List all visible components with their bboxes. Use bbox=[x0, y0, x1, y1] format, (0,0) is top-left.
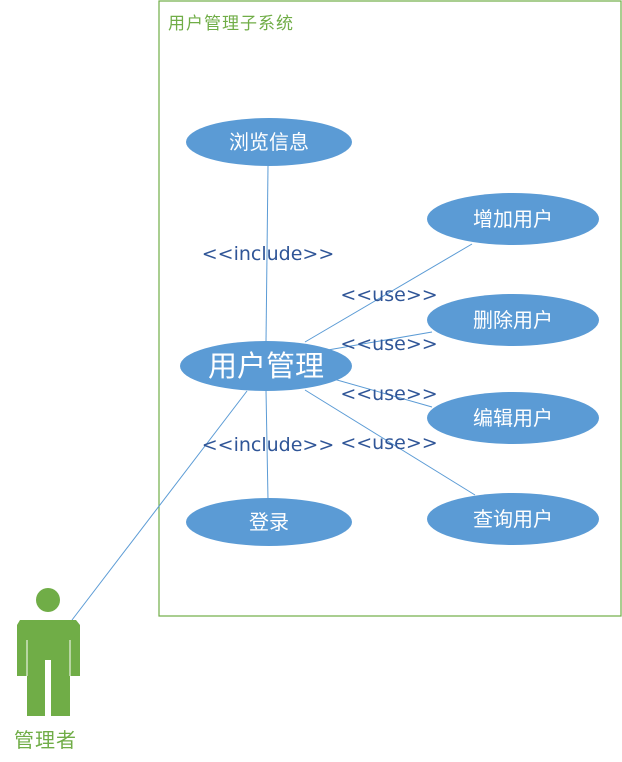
actor-head bbox=[36, 588, 60, 612]
use-case-edit[interactable]: 编辑用户 bbox=[427, 392, 599, 444]
use-label-query: <<use>> bbox=[340, 432, 437, 454]
use-case-delete-label: 删除用户 bbox=[473, 308, 553, 332]
connector-manage-browse bbox=[265, 165, 269, 343]
use-case-manage-shape bbox=[180, 341, 352, 391]
connector-manage-edit bbox=[329, 377, 433, 408]
use-case-login-label: 登录 bbox=[249, 510, 289, 534]
use-case-edit-shape bbox=[427, 392, 599, 444]
use-case-add-label: 增加用户 bbox=[473, 207, 553, 231]
use-case-browse-shape bbox=[186, 118, 352, 166]
use-case-browse-label: 浏览信息 bbox=[229, 130, 309, 154]
use-label-add: <<use>> bbox=[340, 284, 437, 306]
use-case-add-shape bbox=[427, 193, 599, 245]
connector-manage-query bbox=[304, 389, 476, 496]
use-case-add[interactable]: 增加用户 bbox=[427, 193, 599, 245]
system-boundary bbox=[158, 0, 622, 617]
system-title: 用户管理子系统 bbox=[168, 14, 294, 34]
connector-manage-login bbox=[265, 389, 269, 501]
use-case-login[interactable]: 登录 bbox=[186, 498, 352, 546]
use-case-query-label: 查询用户 bbox=[473, 507, 553, 531]
actor-figure-icon[interactable] bbox=[17, 588, 80, 716]
use-label-edit: <<use>> bbox=[340, 383, 437, 405]
use-case-manage-label: 用户管理 bbox=[208, 349, 324, 383]
use-case-delete-shape bbox=[427, 294, 599, 346]
connector-manage-add bbox=[304, 243, 473, 343]
use-case-edit-label: 编辑用户 bbox=[473, 406, 553, 430]
use-case-login-shape bbox=[186, 498, 352, 546]
actor-body bbox=[17, 620, 80, 716]
include-label-login: <<include>> bbox=[202, 434, 335, 456]
use-case-browse[interactable]: 浏览信息 bbox=[186, 118, 352, 166]
use-case-manage[interactable]: 用户管理 bbox=[180, 341, 352, 391]
connector-manage-delete bbox=[321, 331, 433, 352]
use-case-query-shape bbox=[427, 493, 599, 545]
actor-label: 管理者 bbox=[14, 728, 77, 752]
include-label-browse: <<include>> bbox=[202, 243, 335, 265]
use-case-delete[interactable]: 删除用户 bbox=[427, 294, 599, 346]
connector-actor-manage bbox=[71, 390, 248, 621]
use-case-query[interactable]: 查询用户 bbox=[427, 493, 599, 545]
use-label-delete: <<use>> bbox=[340, 333, 437, 355]
